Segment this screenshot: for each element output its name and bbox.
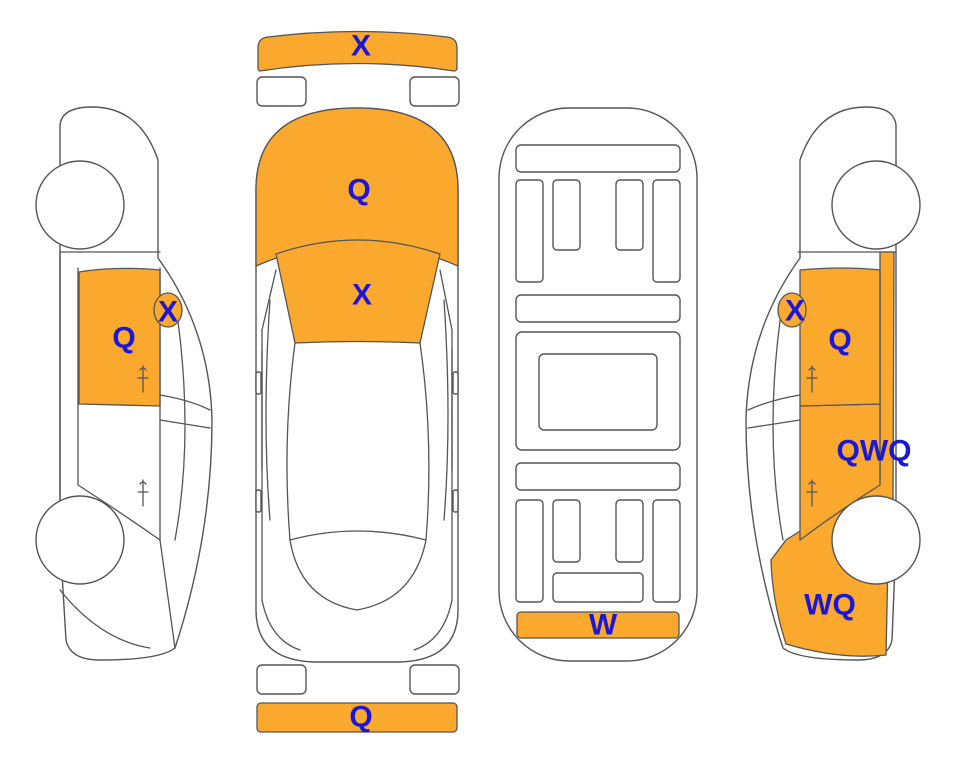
right-front-wheel [831, 160, 921, 250]
left-front-door-label: Q [112, 322, 135, 355]
right-mirror-label: X [785, 295, 805, 328]
left-front-wheel [35, 160, 125, 250]
right-rear-quarter-label: WQ [804, 589, 856, 622]
left-rear-wheel [35, 495, 125, 585]
left-mirror-label: X [158, 296, 178, 329]
front-bumper-part[interactable] [257, 30, 458, 72]
front-bumper-label: X [351, 30, 371, 63]
rear-bumper-label: Q [349, 701, 372, 734]
left-side-view [35, 106, 213, 661]
underside-view [498, 107, 698, 662]
right-rear-door-label: QWQ [837, 435, 912, 468]
right-taillight [409, 664, 460, 695]
windshield-part[interactable] [275, 239, 441, 344]
right-rear-wheel [831, 495, 921, 585]
right-rear-door-part[interactable] [799, 403, 881, 541]
left-front-door-part[interactable] [78, 267, 161, 407]
damage-labels: X Q X Q X Q X Q QWQ WQ W [112, 30, 911, 734]
windshield-label: X [352, 279, 372, 312]
rear-panel-label: W [589, 609, 618, 642]
right-front-door-part[interactable] [799, 267, 881, 407]
left-mirror-part[interactable] [153, 292, 183, 328]
right-front-door-label: Q [828, 324, 851, 357]
left-headlight [256, 76, 307, 107]
top-view [255, 30, 460, 733]
hood-label: Q [347, 174, 370, 207]
rear-bumper-part[interactable] [256, 702, 458, 733]
right-headlight [409, 76, 460, 107]
rear-panel-part[interactable] [516, 611, 680, 639]
right-side-view [745, 106, 921, 661]
left-taillight [256, 664, 307, 695]
right-mirror-part[interactable] [777, 292, 807, 328]
